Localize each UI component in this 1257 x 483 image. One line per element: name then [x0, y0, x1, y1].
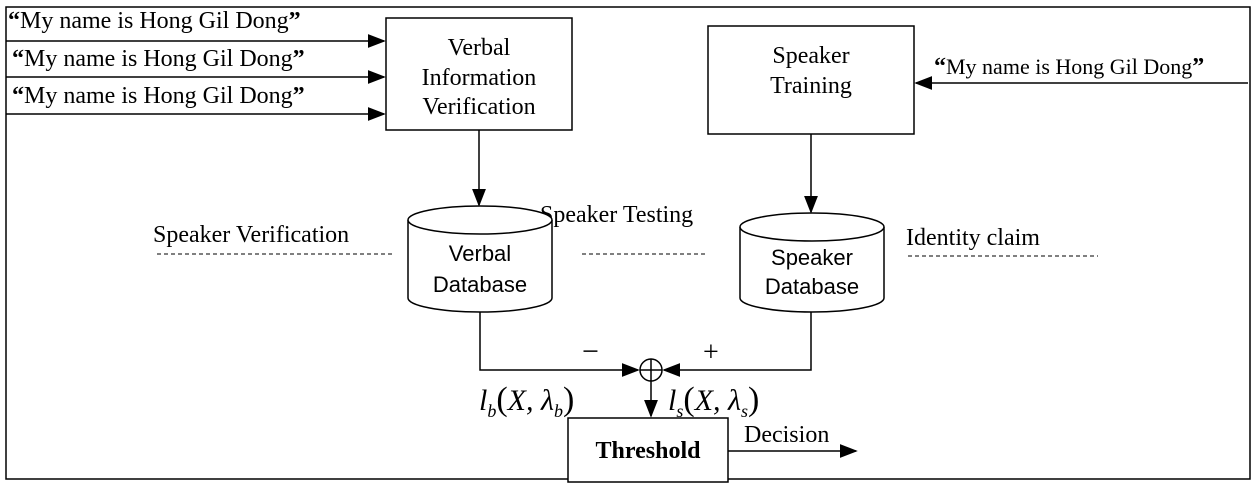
open-quote: “ — [12, 46, 24, 72]
speaker-score-formula: ls(X, λs) — [668, 381, 759, 421]
phrase-text: My name is Hong Gil Dong — [20, 8, 289, 34]
verbal-database-cylinder: Verbal Database — [407, 205, 553, 313]
threshold-block: Threshold — [567, 417, 729, 483]
phrase-text: My name is Hong Gil Dong — [24, 83, 293, 109]
db-line-2: Database — [433, 272, 527, 297]
block-line-3: Verification — [422, 94, 535, 120]
minus-sign: − — [582, 335, 599, 368]
plus-sign: + — [703, 337, 719, 368]
block-line-1: Speaker — [772, 43, 849, 69]
threshold-label: Threshold — [596, 438, 702, 464]
svg-text:“My name is Hong Gil Dong”: “My name is Hong Gil Dong” — [8, 8, 301, 34]
speaker-db-to-sum-line — [662, 312, 812, 377]
input-utterance-2: “My name is Hong Gil Dong” — [6, 46, 386, 84]
speaker-verification-label: Speaker Verification — [153, 222, 349, 248]
background-score-formula: lb(X, λb) — [479, 381, 574, 421]
close-quote: ” — [1192, 54, 1204, 80]
input-utterance-training: “My name is Hong Gil Dong” — [914, 54, 1248, 90]
summing-junction — [639, 358, 663, 382]
db-line-1: Verbal — [449, 241, 511, 266]
close-quote: ” — [293, 83, 305, 109]
verbal-info-verification-block: Verbal Information Verification — [385, 17, 573, 131]
block-line-1: Verbal — [448, 35, 511, 61]
open-quote: “ — [8, 8, 20, 34]
phrase-text: My name is Hong Gil Dong — [24, 46, 293, 72]
db-line-1: Speaker — [771, 245, 853, 270]
open-quote: “ — [934, 54, 946, 80]
phrase-text: My name is Hong Gil Dong — [946, 54, 1192, 79]
close-quote: ” — [293, 46, 305, 72]
input-utterance-3: “My name is Hong Gil Dong” — [6, 83, 386, 121]
svg-text:“My name is Hong Gil Dong”: “My name is Hong Gil Dong” — [934, 54, 1204, 80]
block-line-2: Information — [422, 65, 537, 91]
speaker-database-cylinder: Speaker Database — [739, 212, 885, 313]
open-quote: “ — [12, 83, 24, 109]
input-utterance-1: “My name is Hong Gil Dong” — [6, 8, 386, 48]
svg-text:“My name is Hong Gil Dong”: “My name is Hong Gil Dong” — [12, 46, 305, 72]
close-quote: ” — [289, 8, 301, 34]
db-line-2: Database — [765, 274, 859, 299]
block-line-2: Training — [770, 73, 852, 99]
svg-text:“My name is Hong Gil Dong”: “My name is Hong Gil Dong” — [12, 83, 305, 109]
decision-label: Decision — [744, 422, 829, 448]
identity-claim-label: Identity claim — [906, 225, 1040, 251]
verbal-db-to-sum-line — [479, 312, 640, 377]
speaker-training-block: Speaker Training — [707, 25, 915, 135]
speaker-testing-label: Speaker Testing — [540, 202, 693, 228]
